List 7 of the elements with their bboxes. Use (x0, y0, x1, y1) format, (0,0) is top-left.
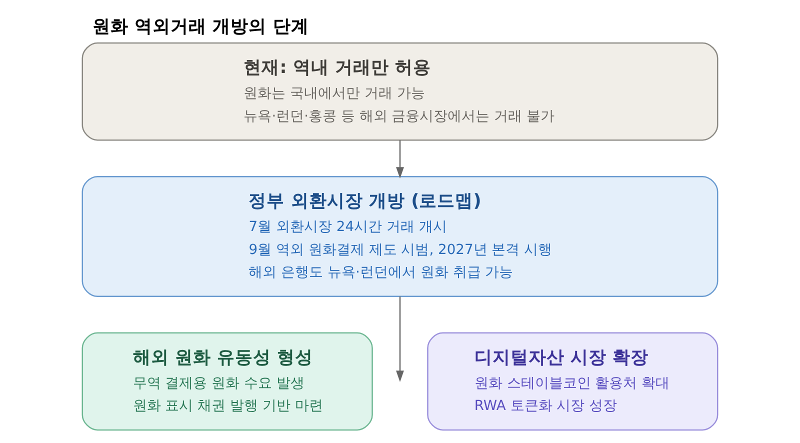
arrow (396, 140, 404, 178)
node-box: 해외 원화 유동성 형성 무역 결제용 원화 수요 발생 원화 표시 채권 발행 기반 마련 (82, 332, 373, 430)
node-box: 정부 외환시장 개방 (로드맵) 7월 외환시장 24시간 거래 개시 9월 역외 원화결제 제도 시범, 2027년 본격 시행 해외 은행도 뉴욕·런던에서 원화 취급 가능 (82, 176, 718, 296)
diagram-title: 원화 역외거래 개방의 단계 (92, 16, 309, 36)
node-box: 디지털자산 시장 확장 원화 스테이블코인 활용처 확대 RWA 토큰화 시장 성장 (427, 332, 718, 430)
node-box: 현재: 역내 거래만 허용 원화는 국내에서만 거래 가능 뉴욕·런던·홍콩 등 해외 금융시장에서는 거래 불가 (82, 42, 718, 140)
arrow (396, 296, 404, 382)
